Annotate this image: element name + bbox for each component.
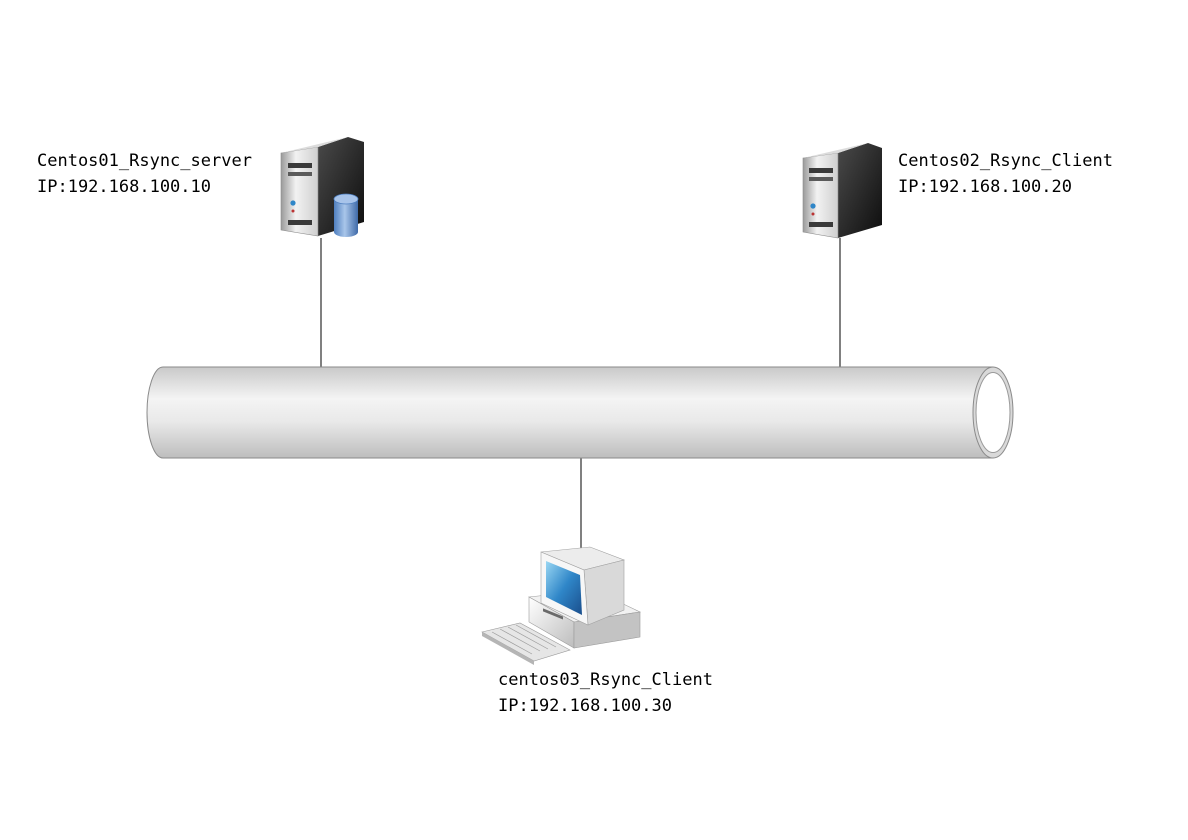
- client3-ip: IP:192.168.100.30: [498, 696, 672, 716]
- client2-hostname: Centos02_Rsync_Client: [898, 151, 1113, 171]
- server-hostname: Centos01_Rsync_server: [37, 151, 252, 171]
- server-ip: IP:192.168.100.10: [37, 177, 211, 197]
- server-node-label: Centos01_Rsync_server IP:192.168.100.10: [37, 148, 252, 200]
- desktop-computer-icon: [481, 546, 642, 665]
- client3-node-label: centos03_Rsync_Client IP:192.168.100.30: [498, 667, 713, 719]
- client2-ip: IP:192.168.100.20: [898, 177, 1072, 197]
- server-tower-icon: [802, 143, 882, 239]
- server-database-icon: [280, 137, 364, 237]
- network-pipe-icon: [146, 366, 1014, 459]
- client2-node-label: Centos02_Rsync_Client IP:192.168.100.20: [898, 148, 1113, 200]
- client3-hostname: centos03_Rsync_Client: [498, 670, 713, 690]
